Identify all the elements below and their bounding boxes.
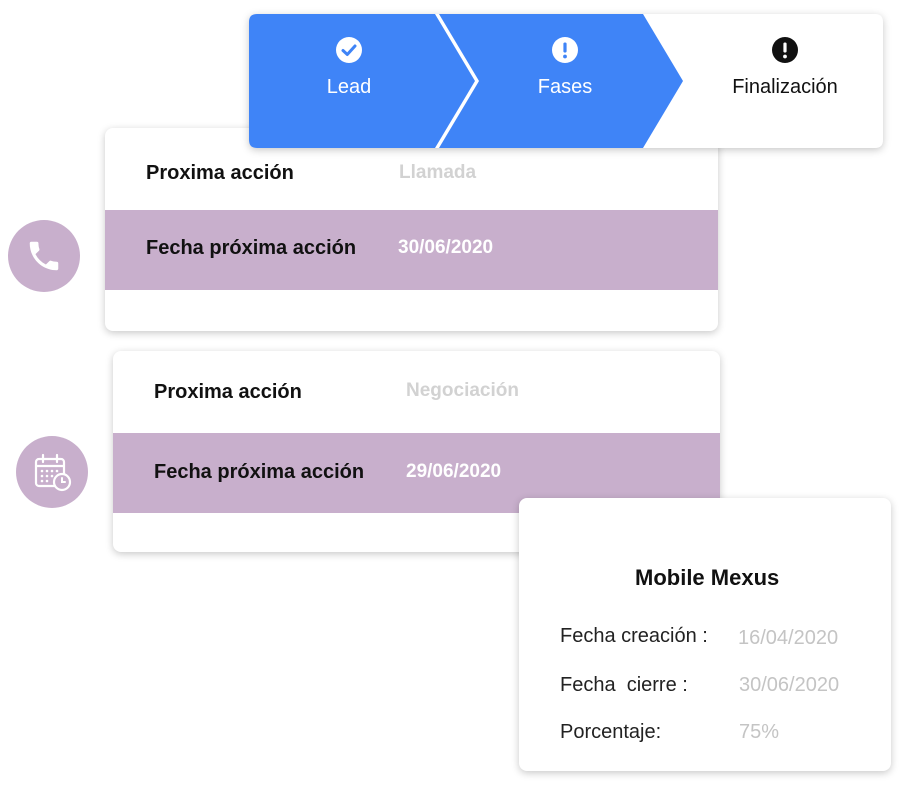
close-date-value: 30/06/2020 <box>739 674 840 696</box>
next-action-row: Proxima acción Llamada <box>105 128 718 210</box>
step-finalizacion-label: Finalización <box>732 76 838 98</box>
next-action-date-row: Fecha próxima acción 30/06/2020 <box>105 210 718 290</box>
step-fases[interactable]: Fases <box>465 14 665 148</box>
step-fases-label: Fases <box>537 76 593 98</box>
phone-icon <box>8 220 80 292</box>
next-action-row: Proxima acción Negociación <box>113 351 720 433</box>
next-action-date-label: Fecha próxima acción <box>146 237 357 259</box>
next-action-date-value: 29/06/2020 <box>406 461 502 482</box>
step-fases-shape[interactable] <box>439 14 683 148</box>
next-action-value: Llamada <box>399 162 477 183</box>
step-lead[interactable]: Lead <box>249 14 449 148</box>
next-action-label: Proxima acción <box>146 162 294 184</box>
next-action-date-value: 30/06/2020 <box>398 237 494 258</box>
next-action-card-call: Proxima acción Llamada Fecha próxima acc… <box>105 128 718 331</box>
progress-stepper: Lead Fases Finalización <box>249 14 883 148</box>
percentage-label: Porcentaje: <box>560 721 662 743</box>
opportunity-title: Mobile Mexus <box>635 565 780 590</box>
close-date-label: Fecha cierre : <box>560 674 688 696</box>
next-action-label: Proxima acción <box>154 381 302 403</box>
opportunity-info-card: Mobile Mexus Fecha creación : 16/04/2020… <box>519 498 891 771</box>
calendar-clock-icon <box>16 436 88 508</box>
step-lead-label: Lead <box>326 76 372 98</box>
percentage-value: 75% <box>739 721 780 743</box>
step-finalizacion[interactable]: Finalización <box>685 14 885 148</box>
created-date-value: 16/04/2020 <box>738 627 839 649</box>
exclamation-circle-icon <box>772 37 798 63</box>
check-circle-icon <box>336 37 362 63</box>
step-lead-shape[interactable] <box>249 14 475 148</box>
created-date-label: Fecha creación : <box>560 625 708 647</box>
exclamation-circle-icon <box>552 37 578 63</box>
next-action-value: Negociación <box>406 380 519 401</box>
next-action-date-label: Fecha próxima acción <box>154 461 365 483</box>
